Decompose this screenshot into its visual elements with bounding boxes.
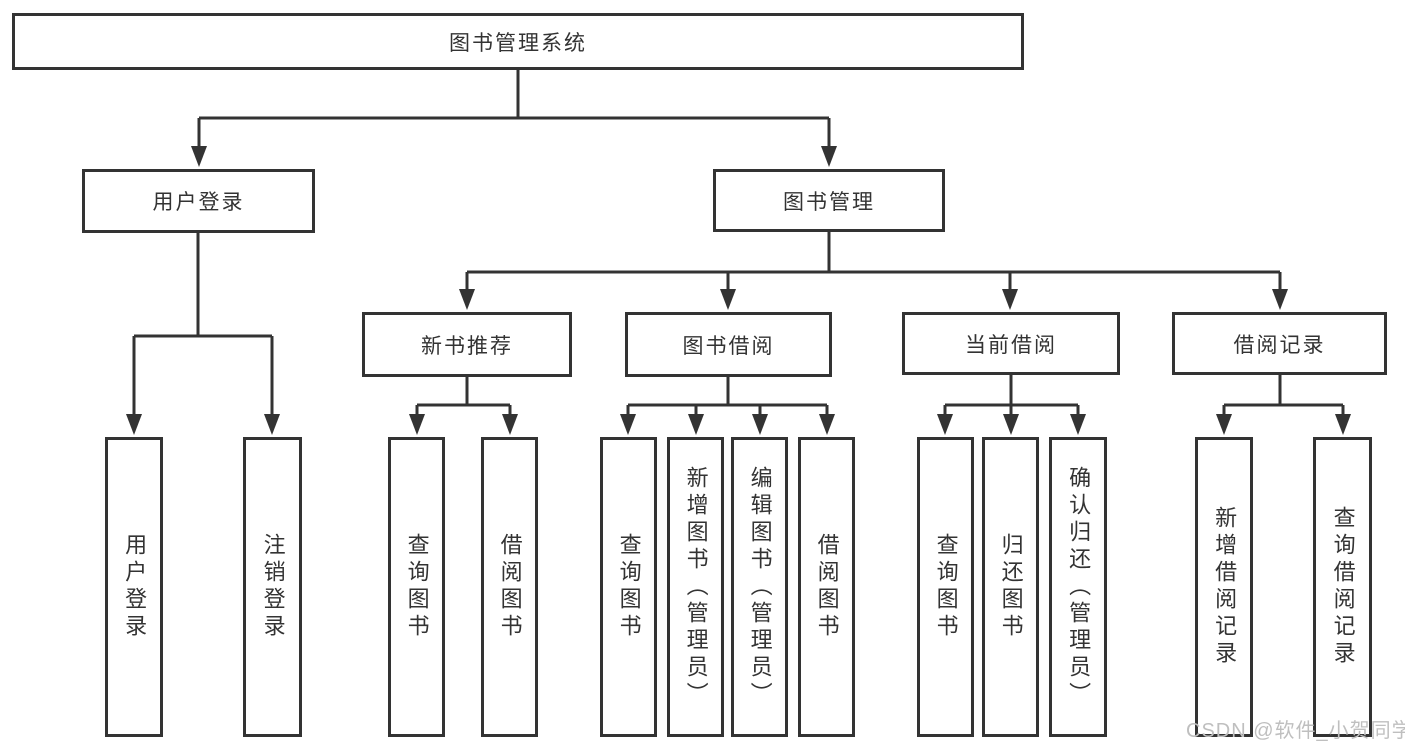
node-new-book-recommendation: 新书推荐 (362, 312, 572, 377)
csdn-watermark: CSDN @软件_小贺同学 (1186, 720, 1405, 742)
node-label: 查询图书 (404, 533, 430, 641)
leaf-borrow-edit-books-admin: 编辑图书（管理员） (731, 437, 788, 737)
node-label: 编辑图书（管理员） (747, 465, 773, 709)
node-label: 借阅记录 (1233, 333, 1326, 357)
leaf-current-confirm-return-admin: 确认归还（管理员） (1049, 437, 1107, 737)
node-borrowing-records: 借阅记录 (1172, 312, 1387, 375)
node-label: 新增借阅记录 (1212, 506, 1238, 668)
leaf-recommend-query-books: 查询图书 (388, 437, 445, 737)
leaf-logout: 注销登录 (243, 437, 302, 737)
node-book-management: 图书管理 (713, 169, 945, 232)
leaf-user-login: 用户登录 (105, 437, 163, 737)
node-label: 查询图书 (933, 533, 959, 641)
node-label: 当前借阅 (965, 333, 1057, 357)
node-label: 图书借阅 (682, 334, 775, 358)
node-label: 归还图书 (998, 533, 1024, 641)
node-book-borrowing: 图书借阅 (625, 312, 832, 377)
node-label: 用户登录 (152, 191, 245, 214)
node-label: 新书推荐 (421, 334, 513, 358)
node-label: 图书管理系统 (449, 31, 587, 55)
leaf-borrow-borrow-books: 借阅图书 (798, 437, 855, 737)
node-label: 借阅图书 (814, 533, 840, 641)
node-current-borrowing: 当前借阅 (902, 312, 1120, 375)
leaf-records-add-record: 新增借阅记录 (1195, 437, 1253, 737)
node-label: 确认归还（管理员） (1066, 465, 1092, 709)
node-label: 注销登录 (260, 533, 286, 641)
node-label: 查询借阅记录 (1330, 506, 1356, 668)
node-label: 图书管理 (783, 190, 875, 214)
leaf-borrow-query-books: 查询图书 (600, 437, 657, 737)
leaf-borrow-add-books-admin: 新增图书（管理员） (667, 437, 724, 737)
node-label: 借阅图书 (497, 533, 523, 641)
leaf-current-return-books: 归还图书 (982, 437, 1039, 737)
node-library-management-system: 图书管理系统 (12, 13, 1024, 70)
leaf-records-query-record: 查询借阅记录 (1313, 437, 1372, 737)
node-label: 新增图书（管理员） (683, 465, 709, 709)
node-user-login: 用户登录 (82, 169, 315, 233)
leaf-recommend-borrow-books: 借阅图书 (481, 437, 538, 737)
leaf-current-query-books: 查询图书 (917, 437, 974, 737)
node-label: 用户登录 (122, 533, 148, 641)
node-label: 查询图书 (616, 533, 642, 641)
